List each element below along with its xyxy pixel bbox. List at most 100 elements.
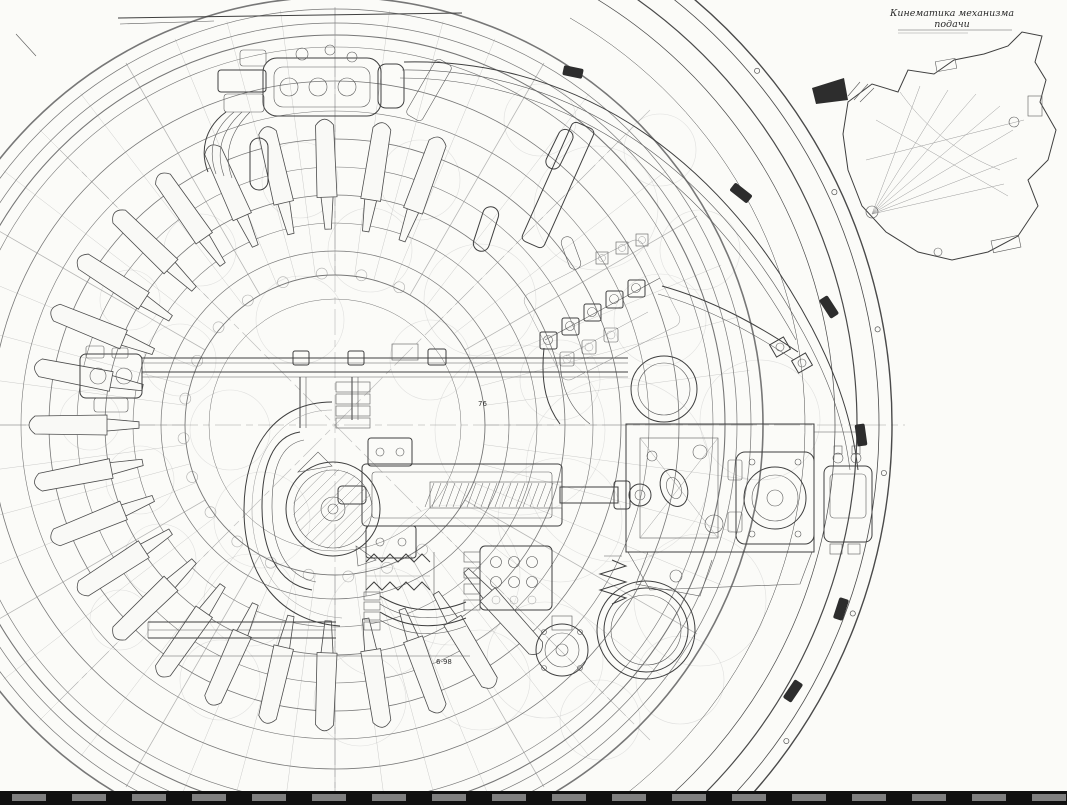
part-tag [391, 343, 419, 361]
sprocket-hole [312, 794, 346, 801]
spoke-line [426, 93, 590, 307]
thread-hatch-line [424, 482, 435, 508]
spoke-line [232, 569, 297, 805]
thread-hatch-line [480, 482, 491, 508]
casing-bolt-tick [880, 470, 887, 476]
casing-bolt-tick [874, 326, 881, 333]
radial-cartridge-row [28, 118, 543, 732]
inset-title-line1: Кинематика механизма [889, 8, 1014, 19]
gear-hatch-line [299, 475, 356, 532]
spoke-line [473, 482, 722, 586]
bellows [365, 553, 431, 563]
thread-hatch-line [473, 482, 484, 508]
shell-cartridge [155, 583, 226, 678]
thread-hatch-line [522, 482, 533, 508]
ghost-circle [179, 639, 261, 721]
gear-hatch-line [310, 486, 367, 543]
bolt-circle [393, 281, 406, 294]
sprocket-hole [792, 794, 826, 801]
shell-cartridge [258, 614, 295, 724]
spoke-line [464, 215, 698, 351]
casing-arc [673, 0, 880, 805]
ghost-circle [255, 275, 345, 365]
ghost-circle [633, 533, 767, 667]
thread-hatch-line [501, 482, 512, 508]
gear-hatch-line [293, 469, 339, 515]
ghost-circle [213, 471, 311, 569]
ghost-circle [533, 145, 659, 271]
spoke-line [464, 499, 698, 635]
sprocket-hole [552, 794, 586, 801]
shell-cartridge [76, 528, 173, 597]
sprocket-hole [12, 794, 46, 801]
spoke-line [426, 543, 590, 757]
bolt-circle [315, 267, 328, 280]
thread-hatch-line [445, 482, 456, 508]
spoke-line [3, 170, 217, 334]
shell-cartridge [204, 602, 259, 706]
part-number-label: 6-98 [436, 658, 452, 666]
drive-gear [285, 461, 381, 557]
shell-cartridge [360, 122, 392, 233]
sprocket-hole [132, 794, 166, 801]
inset-nozzle [812, 78, 848, 104]
ghost-circle [99, 269, 161, 331]
spoke-line [483, 444, 750, 480]
spoke-line [80, 543, 244, 757]
spoke-line [483, 370, 750, 406]
screw-shaft [429, 481, 563, 509]
horizontal-pipework [142, 343, 628, 429]
sprocket-hole [252, 794, 286, 801]
thread-hatch-line [494, 482, 505, 508]
ghost-circle [434, 344, 606, 516]
bolt-circle [204, 506, 217, 518]
bolt-circle [191, 354, 204, 367]
shell-cartridge [50, 303, 155, 356]
ghost-circle [89, 589, 151, 651]
thread-hatch-line [459, 482, 470, 508]
shell-cartridge [155, 172, 226, 267]
inset-title-line2: подачи [934, 19, 970, 30]
bolt-circle [179, 392, 192, 405]
casing-bolt-tick [849, 610, 856, 617]
bolt-circle [416, 543, 428, 556]
bolt-circle [264, 556, 277, 569]
bolt-circle [177, 432, 190, 445]
film-strip-sprockets [12, 794, 1066, 801]
sprocket-hole [732, 794, 766, 801]
sprocket-hole [372, 794, 406, 801]
spoke-line [392, 38, 496, 287]
ghost-circle [497, 457, 623, 583]
shell-cartridge [112, 558, 197, 641]
spoke-line [0, 380, 187, 406]
sprocket-hole [192, 794, 226, 801]
inner-bolt-circle-ring [177, 267, 428, 583]
shell-cartridge [360, 617, 392, 728]
casing-arc [693, 0, 893, 805]
part-number-label: 76 [478, 400, 487, 408]
ghost-circle [635, 635, 725, 725]
spoke-line [0, 463, 191, 516]
diagonal-brace [521, 121, 595, 249]
ghost-circle [559, 679, 641, 761]
ghost-circle [379, 504, 521, 646]
bolt-circle [242, 294, 254, 307]
spoke-line [280, 10, 316, 277]
shell-cartridge [112, 209, 197, 292]
gear-hatch-line [293, 469, 328, 504]
casing-pipe [403, 61, 813, 329]
actuator-unit [823, 465, 873, 543]
motor-flange [535, 623, 589, 677]
ghost-circle [613, 273, 707, 367]
shell-cartridge [34, 458, 144, 492]
right-drive-assembly [625, 423, 873, 597]
shell-cartridge [315, 620, 338, 732]
hydraulic-valve-manifold [523, 233, 814, 425]
bolt-circle [342, 570, 355, 583]
spoke-line [0, 334, 191, 387]
sprocket-hole [672, 794, 706, 801]
sprocket-hole [852, 794, 886, 801]
spoke-line [80, 93, 244, 307]
